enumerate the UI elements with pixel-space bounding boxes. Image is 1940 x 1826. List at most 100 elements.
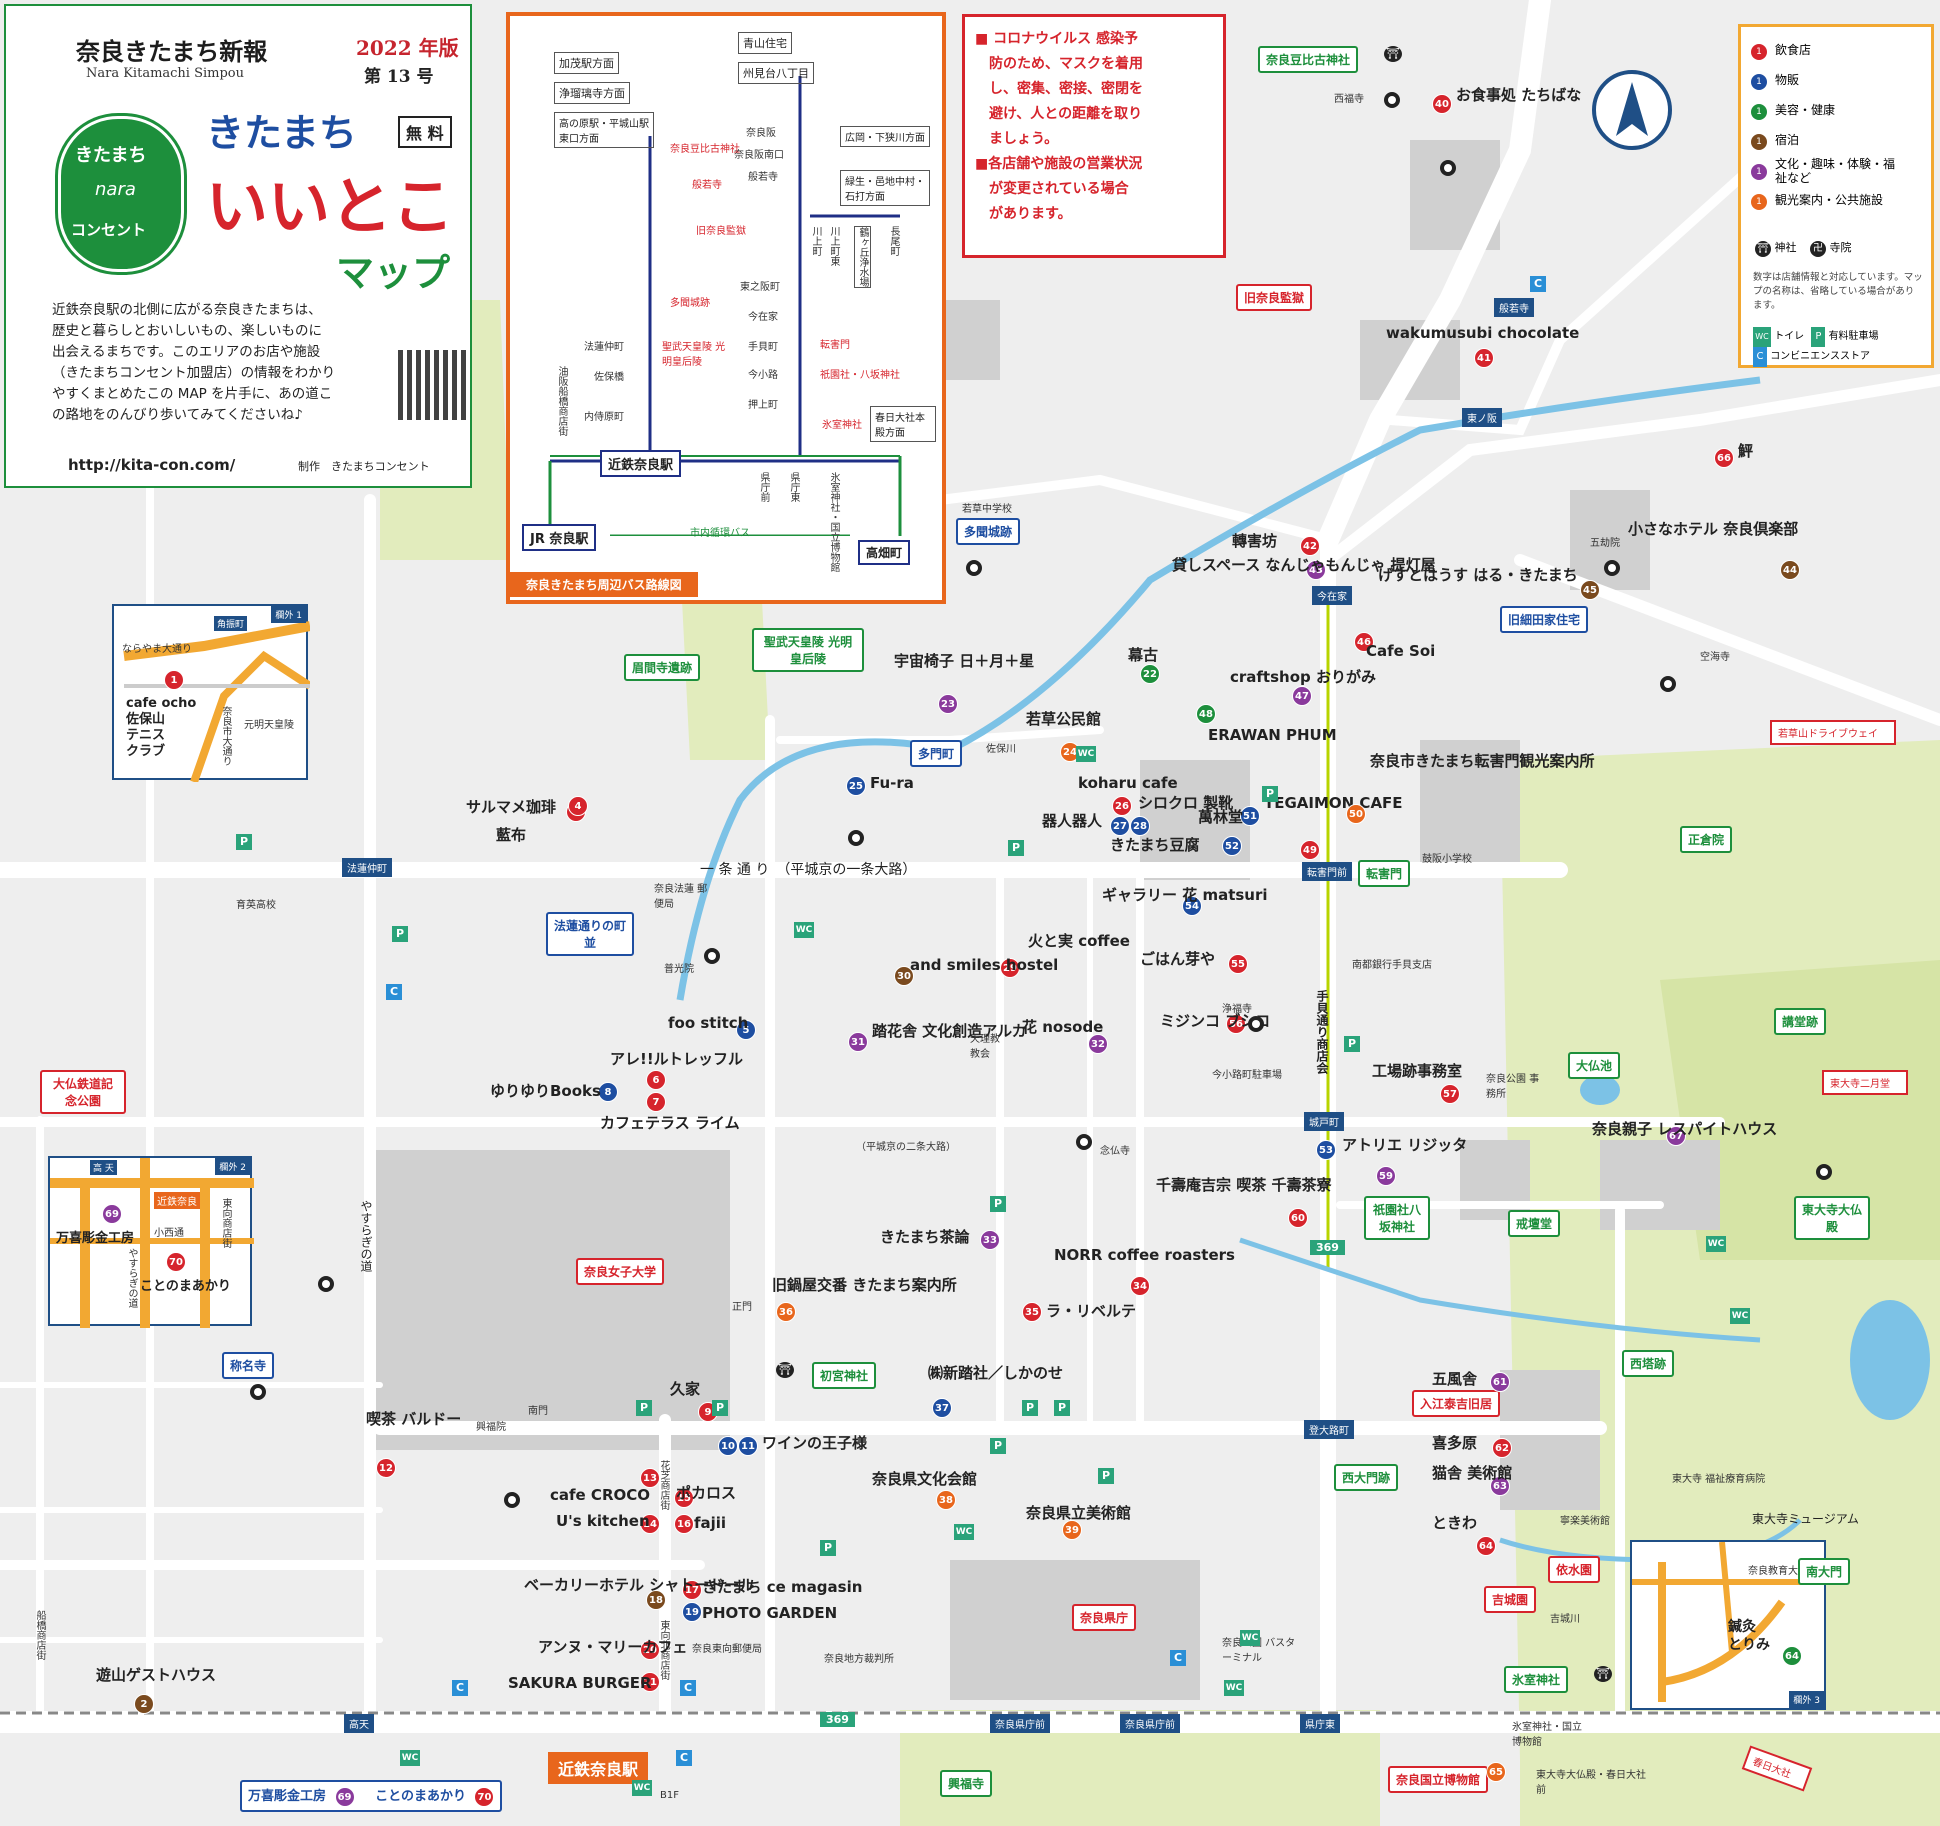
landmark-nandaimon[interactable]: 南大門 <box>1798 1558 1851 1585</box>
shop-name-31[interactable]: 工場跡事務室 <box>1372 1062 1463 1080</box>
shop-badge-22[interactable]: 22 <box>1140 664 1160 684</box>
landmark-irie-residence[interactable]: 入江泰吉旧居 <box>1412 1390 1501 1417</box>
landmark-west-pagoda-ruins[interactable]: 西塔跡 <box>1622 1350 1675 1377</box>
shop-name-18[interactable]: 萬林堂 <box>1198 808 1244 826</box>
shop-name-30[interactable]: ミジンコ ブシコ <box>1160 1012 1271 1030</box>
shop-name-53[interactable]: 奈良県文化会館 <box>872 1470 978 1488</box>
shop-name-29[interactable]: ごはん芽や <box>1140 950 1216 968</box>
shop-name-17[interactable]: 奈良市きたまち転害門観光案内所 <box>1370 752 1595 770</box>
shop-badge-34[interactable]: 34 <box>1130 1276 1150 1296</box>
landmark-nara-prefectural-office[interactable]: 奈良県庁 <box>1072 1604 1137 1631</box>
landmark-shomu-tomb[interactable]: 聖武天皇陵 光明皇后陵 <box>752 628 864 672</box>
shop-badge-26[interactable]: 26 <box>1112 796 1132 816</box>
shop-name-36[interactable]: アトリエ リジッタ <box>1342 1136 1468 1154</box>
shop-name-61[interactable]: ベーカリーホテル シャトードール <box>524 1576 755 1594</box>
shop-name-12[interactable]: Fu-ra <box>870 774 914 792</box>
shop-name-14[interactable]: 器人器人 <box>1042 812 1103 830</box>
shop-name-57[interactable]: 猫舎 美術館 <box>1432 1464 1513 1482</box>
shop-name-11[interactable]: 若草公民館 <box>1026 710 1102 728</box>
landmark-hosoda-house[interactable]: 旧細田家住宅 <box>1500 606 1589 633</box>
shop-name-20[interactable]: 鮃 <box>1738 442 1754 460</box>
shop-name-10[interactable]: 宇宙椅子 日＋月＋星 <box>894 652 1035 670</box>
landmark-railway-park[interactable]: 大仏鉄道記念公園 <box>40 1070 126 1114</box>
shop-name-40[interactable]: きたまち茶論 <box>880 1228 970 1246</box>
shop-badge-67[interactable]: 67 <box>1666 1126 1686 1146</box>
shop-name-24[interactable]: 火と実 coffee <box>1028 932 1130 950</box>
shop-badge-21[interactable]: 21 <box>640 1672 660 1692</box>
shop-badge-27[interactable]: 27 <box>1110 816 1130 836</box>
qr-code-icon[interactable] <box>398 350 468 420</box>
shop-name-35[interactable]: カフェテラス ライム <box>600 1114 740 1132</box>
shop-name-48[interactable]: 喫茶 バルドー <box>366 1410 462 1428</box>
landmark-kofukuji[interactable]: 興福寺 <box>940 1770 993 1797</box>
landmark-nara-womens-univ[interactable]: 奈良女子大学 <box>576 1258 665 1285</box>
shop-name-47[interactable]: ワインの王子様 <box>762 1434 868 1452</box>
shop-name-50[interactable]: U's kitchen <box>556 1512 650 1530</box>
landmark-daibutsu-pond[interactable]: 大仏池 <box>1568 1052 1621 1079</box>
landmark-yoshikien[interactable]: 吉城園 <box>1484 1586 1537 1613</box>
shop-name-45[interactable]: ㈱新踏社／しかのせ <box>928 1364 1064 1382</box>
shop-badge-13[interactable]: 13 <box>640 1468 660 1488</box>
landmark-himuro-shrine[interactable]: 氷室神社 <box>1504 1666 1569 1693</box>
shop-badge-48[interactable]: 48 <box>1196 704 1216 724</box>
shop-badge-42[interactable]: 42 <box>1300 536 1320 556</box>
shop-badge-61[interactable]: 61 <box>1490 1372 1510 1392</box>
landmark-tamonmachi[interactable]: 多門町 <box>910 740 963 767</box>
shop-name-49[interactable]: cafe CROCO <box>550 1486 651 1504</box>
shop-name-42[interactable]: ラ・リベルテ <box>1046 1302 1137 1320</box>
shop-name-5[interactable]: げすとはうす はる・きたまち <box>1378 566 1578 584</box>
shop-name-63[interactable]: アンヌ・マリーカフェ <box>538 1638 688 1656</box>
shop-name-3[interactable]: 貸しスペース なんじゃもんじゃ 提灯屋 <box>1172 556 1436 574</box>
shop-badge-10[interactable]: 10 <box>718 1436 738 1456</box>
arrow-nigatsudo[interactable]: 東大寺二月堂 <box>1822 1070 1908 1095</box>
shop-badge-32[interactable]: 32 <box>1088 1034 1108 1054</box>
shop-badge-19[interactable]: 19 <box>682 1602 702 1622</box>
landmark-shomyoji[interactable]: 称名寺 <box>222 1352 275 1379</box>
shop-badge-43[interactable]: 43 <box>1306 560 1326 580</box>
landmark-shosoin[interactable]: 正倉院 <box>1680 826 1733 853</box>
shop-name-27[interactable]: 踏花舎 文化創造アルカ <box>872 1022 1027 1040</box>
shop-name-1[interactable]: wakumusubi chocolate <box>1386 324 1580 342</box>
shop-name-23[interactable]: ギャラリー 花 matsuri <box>1102 886 1268 904</box>
shop-badge-5[interactable]: 5 <box>736 1020 756 1040</box>
shop-badge-36[interactable]: 36 <box>776 1302 796 1322</box>
shop-badge-41[interactable]: 41 <box>1474 348 1494 368</box>
shop-badge-50[interactable]: 50 <box>1346 804 1366 824</box>
shop-name-60[interactable]: きたまち ce magasin <box>702 1578 863 1596</box>
shop-badge-66[interactable]: 66 <box>1714 448 1734 468</box>
shop-badge-38[interactable]: 38 <box>936 1490 956 1510</box>
shop-badge-64[interactable]: 64 <box>1476 1536 1496 1556</box>
shop-name-8[interactable]: ERAWAN PHUM <box>1208 726 1337 744</box>
landmark-hatsumiya-shrine[interactable]: 初宮神社 <box>812 1362 877 1389</box>
landmark-kaidando[interactable]: 戒壇堂 <box>1508 1210 1561 1237</box>
shop-badge-53[interactable]: 53 <box>1316 1140 1336 1160</box>
shop-name-28[interactable]: 花 nosode <box>1022 1018 1104 1036</box>
shop-name-39[interactable]: 奈良親子 レスパイトハウス <box>1592 1120 1778 1138</box>
shop-name-55[interactable]: 五風舎 <box>1432 1370 1478 1388</box>
shop-name-32[interactable]: アレ!!ル <box>610 1050 669 1068</box>
landmark-yasaka-shrine[interactable]: 祇園社八坂神社 <box>1364 1196 1430 1240</box>
shop-badge-8[interactable]: 8 <box>598 1082 618 1102</box>
shop-badge-49[interactable]: 49 <box>1300 840 1320 860</box>
shop-name-21[interactable]: サルマメ珈琲 <box>466 798 557 816</box>
shop-badge-18[interactable]: 18 <box>646 1590 666 1610</box>
landmark-kodo-ruins[interactable]: 講堂跡 <box>1774 1008 1827 1035</box>
shop-badge-6[interactable]: 6 <box>646 1070 666 1090</box>
landmark-tamon-castle[interactable]: 多聞城跡 <box>956 518 1021 545</box>
shop-badge-11[interactable]: 11 <box>738 1436 758 1456</box>
landmark-former-nara-prison[interactable]: 旧奈良監獄 <box>1236 284 1313 311</box>
shop-name-33[interactable]: トレッフル <box>668 1050 744 1068</box>
shop-name-34[interactable]: ゆりゆりBooks <box>490 1082 601 1100</box>
shop-name-65[interactable]: 遊山ゲストハウス <box>96 1666 217 1684</box>
shop-badge-28[interactable]: 28 <box>1130 816 1150 836</box>
shop-name-9[interactable]: 幕古 <box>1128 646 1159 664</box>
bottom-shop-manki[interactable]: 万喜彫金工房 69 ことのまあかり 70 <box>240 1780 503 1812</box>
label-kintetsu-station[interactable]: 近鉄奈良駅 <box>548 1752 649 1784</box>
shop-badge-20[interactable]: 20 <box>640 1640 660 1660</box>
shop-badge-30[interactable]: 30 <box>894 966 914 986</box>
landmark-west-gate-ruins[interactable]: 西大門跡 <box>1334 1464 1399 1491</box>
shop-name-64[interactable]: SAKURA BURGER <box>508 1674 652 1692</box>
shop-badge-7[interactable]: 7 <box>646 1092 666 1112</box>
landmark-horen-townscape[interactable]: 法蓮通りの町並 <box>546 912 634 956</box>
shop-name-26[interactable]: foo stitch <box>668 1014 749 1032</box>
